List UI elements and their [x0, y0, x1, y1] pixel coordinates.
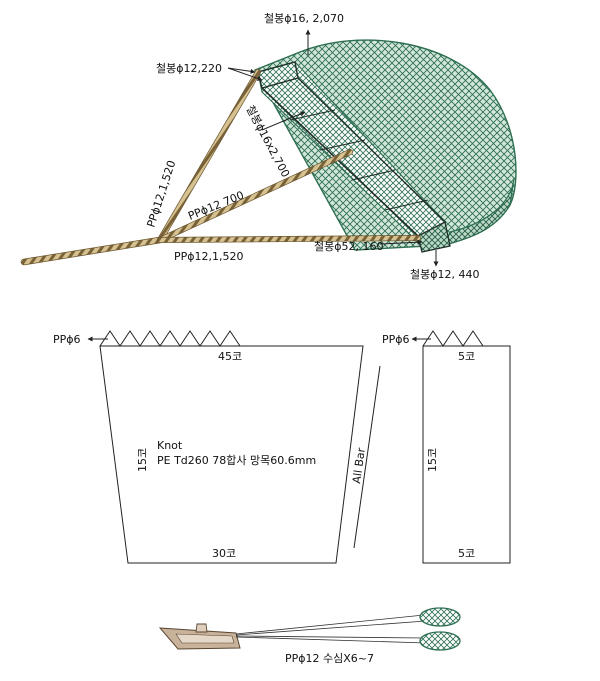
towed-net-lower [419, 631, 461, 651]
iron-ring [417, 221, 451, 253]
panel-b-float-label: PPϕ6 [382, 333, 410, 346]
trawl-frame-illustration: 철봉ϕ16, 2,070 철봉ϕ12,220 철봉ϕ16x2,700 PPϕ12… [20, 12, 517, 281]
tow-line-lower-2 [235, 636, 427, 644]
panel-a-float-label: PPϕ6 [53, 333, 81, 346]
panel-b-bottom-meshes: 5코 [458, 547, 475, 560]
panel-b-top-meshes: 5코 [458, 350, 475, 363]
label-pp-lower: PPϕ12,1,520 [174, 250, 244, 263]
label-bar-top: 철봉ϕ16, 2,070 [264, 12, 344, 25]
pointer-bar-left-1 [227, 67, 256, 74]
panel-a-bottom-meshes: 30코 [212, 547, 236, 560]
boat-cabin [195, 623, 208, 633]
panel-a-all-bar-label: All Bar [350, 447, 368, 485]
label-bar-ring: 철봉ϕ52, 160 [314, 240, 383, 253]
panel-a-knot: Knot [157, 439, 183, 452]
panel-a-float-zigzag [99, 330, 241, 347]
towed-net-upper [419, 607, 461, 627]
towing-illustration: PPϕ12 수심X6~7 [158, 607, 461, 665]
net-panel-b: PPϕ6 5코 15코 5코 [382, 330, 511, 564]
tow-line-upper-2 [235, 620, 427, 636]
panel-a-trapezoid [99, 345, 364, 564]
boat-deck [175, 633, 235, 644]
pointer-bar-diag [261, 111, 306, 131]
net-panel-a: PPϕ6 45코 15코 Knot PE Td260 78합사 망목60.6mm… [53, 330, 381, 564]
pointer-bar-left-2 [227, 67, 263, 81]
iron-bar-diagonal-inner [297, 77, 446, 223]
iron-bar-diagonal [261, 87, 419, 237]
panel-a-top-meshes: 45코 [218, 350, 242, 363]
tow-line-lower [235, 635, 425, 639]
pointer-bar-ring [379, 239, 423, 245]
panel-b-float-zigzag [422, 330, 484, 347]
panel-b-side-meshes: 15코 [426, 448, 439, 472]
panel-b-rectangle [422, 345, 511, 564]
panel-a-side-meshes: 15코 [136, 448, 149, 472]
label-bar-bottom: 철봉ϕ12, 440 [410, 268, 479, 281]
tow-line-label: PPϕ12 수심X6~7 [285, 652, 374, 665]
net-bag-rim [444, 177, 515, 246]
tow-line-upper [235, 614, 425, 635]
iron-bar-cross [289, 109, 429, 211]
panel-a-spec: PE Td260 78합사 망목60.6mm [157, 454, 316, 467]
panel-a-all-bar-line [353, 365, 381, 549]
label-bar-left: 철봉ϕ12,220 [156, 62, 222, 75]
